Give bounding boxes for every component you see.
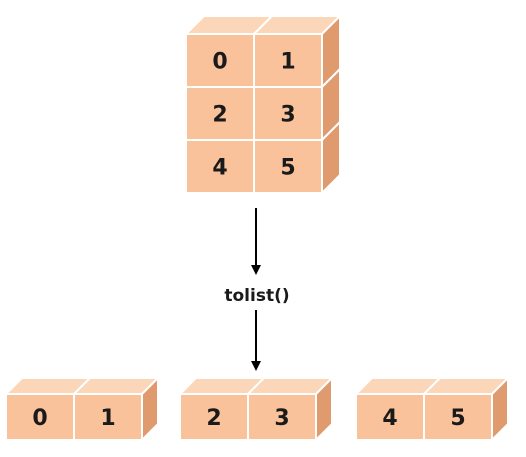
operation-label: tolist(): [224, 286, 289, 306]
cube-front-face: [355, 393, 425, 441]
cube: 4: [185, 139, 255, 194]
cube-value: 2: [212, 103, 227, 128]
cube-value: 4: [382, 406, 397, 431]
cube-value: 0: [32, 406, 47, 431]
cube: 3: [245, 375, 335, 443]
cube: 3: [253, 66, 341, 143]
cube-front-face: [73, 393, 143, 441]
cube-value: 3: [280, 103, 295, 128]
cube-front-face: [179, 393, 249, 441]
cube-front-face: [5, 393, 75, 441]
cube-front-face: [423, 393, 493, 441]
cube: 0: [3, 377, 93, 441]
cube: 2: [185, 86, 255, 141]
cube-value: 5: [450, 406, 465, 431]
cube-value: 3: [274, 406, 289, 431]
source-array-2d: 0 1 2 3 4 5: [183, 13, 343, 196]
cube: 1: [251, 13, 343, 90]
cube: 5: [421, 375, 511, 443]
cube: 1: [71, 375, 161, 443]
cube-value: 0: [212, 50, 227, 75]
cube-value: 1: [280, 50, 295, 75]
cube-front-face: [253, 139, 323, 194]
cube-value: 4: [212, 156, 227, 181]
cube-value: 2: [206, 406, 221, 431]
cube: 5: [253, 119, 341, 196]
cube: 2: [177, 377, 267, 441]
cube-value: 5: [280, 156, 295, 181]
cube: 4: [353, 377, 443, 441]
cube: 0: [183, 15, 275, 88]
cube-front-face: [247, 393, 317, 441]
cube-value: 1: [100, 406, 115, 431]
